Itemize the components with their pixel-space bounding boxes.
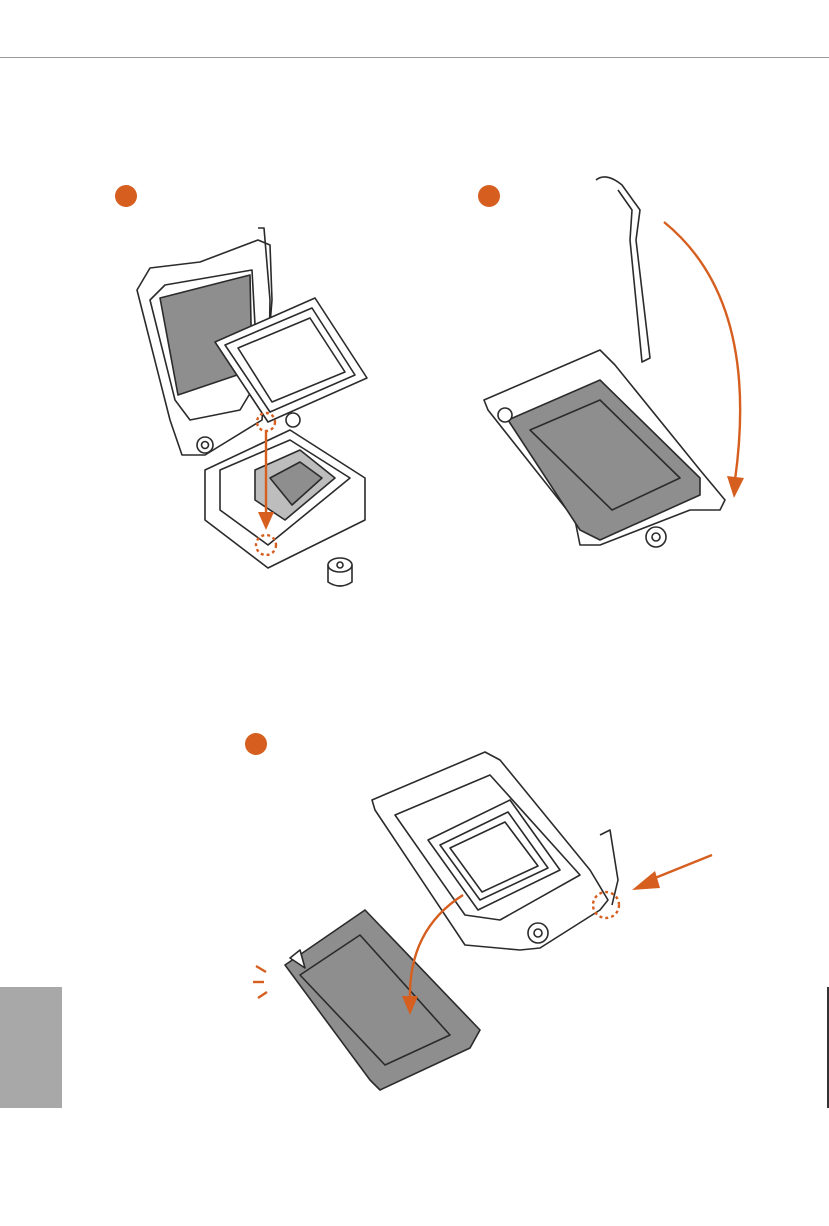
- side-tab: [0, 987, 62, 1108]
- lever-arrow-shaft: [650, 855, 712, 880]
- snap-mark-1: [256, 966, 266, 972]
- snap-mark-3: [258, 992, 267, 998]
- lever-arrow-head: [632, 871, 660, 890]
